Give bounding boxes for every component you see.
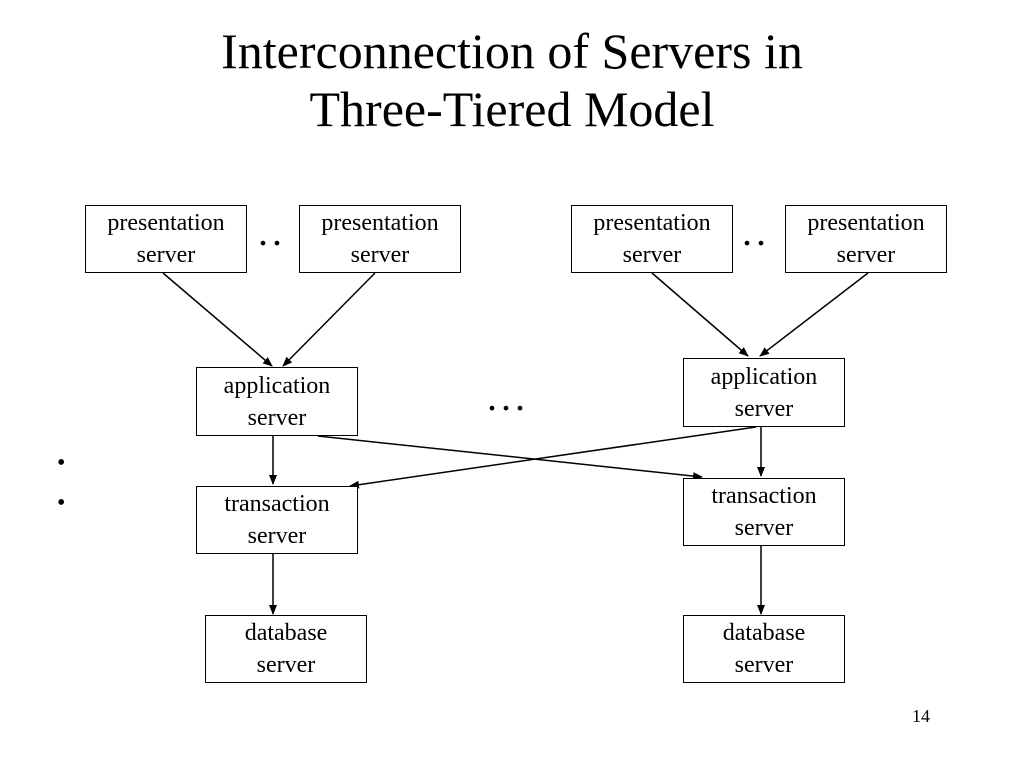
box-label-line2: server [734,395,794,422]
bullet-1: • [57,450,66,476]
box-label-line1: presentation [807,210,925,236]
left-application-server: application server [196,367,358,436]
left-presentation-ellipsis: .. [258,209,286,254]
bullet-2: • [57,490,66,516]
arrow-right-pres-b-to-app [759,272,869,357]
page-number: 14 [912,706,930,726]
box-label-line2: server [136,242,196,268]
box-label-line2: server [350,242,410,268]
box-label-line2: server [734,652,794,678]
box-label-line1: application [223,372,331,399]
left-presentation-server-b: presentation server [299,205,461,273]
box-label-line1: database [244,620,328,646]
box-label-line1: presentation [593,210,711,236]
title-line-1: Interconnection of Servers in [221,23,803,79]
title-line-2: Three-Tiered Model [309,81,715,137]
box-label-line2: server [836,242,896,268]
box-label-line2: server [622,242,682,268]
arrow-left-app-to-right-trans [317,435,703,481]
box-label-line2: server [256,652,316,678]
box-label-line2: server [247,523,307,549]
box-label-line2: server [734,515,794,541]
arrow-right-pres-a-to-app [651,272,749,357]
arrow-right-app-to-left-trans [349,426,757,489]
middle-ellipsis: ... [487,374,529,419]
right-application-server: application server [683,358,845,427]
slide-title: Interconnection of Servers in Three-Tier… [0,22,1024,138]
arrow-left-pres-a-to-app [162,272,273,367]
arrow-left-pres-b-to-app [282,272,376,367]
left-presentation-server-a: presentation server [85,205,247,273]
right-presentation-server-a: presentation server [571,205,733,273]
box-label-line1: transaction [711,483,817,509]
box-label-line1: transaction [224,491,330,517]
box-label-line1: application [710,363,818,390]
box-label-line2: server [247,404,307,431]
right-presentation-server-b: presentation server [785,205,947,273]
right-database-server: database server [683,615,845,683]
right-transaction-server: transaction server [683,478,845,546]
box-label-line1: presentation [107,210,225,236]
left-transaction-server: transaction server [196,486,358,554]
left-database-server: database server [205,615,367,683]
right-presentation-ellipsis: .. [742,209,770,254]
box-label-line1: database [722,620,806,646]
box-label-line1: presentation [321,210,439,236]
